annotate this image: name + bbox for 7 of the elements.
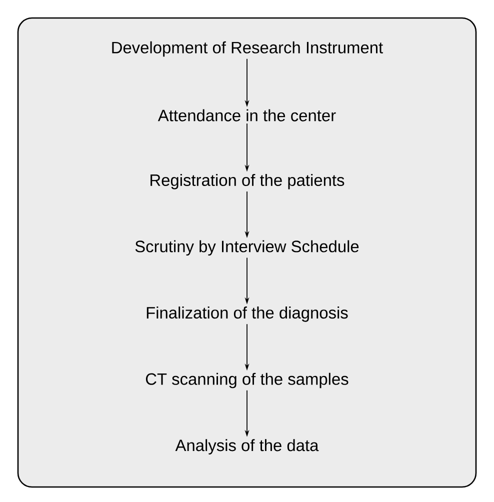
step-text: Scrutiny by Interview Schedule bbox=[135, 240, 359, 256]
step-text: Finalization of the diagnosis bbox=[146, 306, 348, 322]
step-text: Registration of the patients bbox=[150, 174, 344, 190]
step-text: Development of Research Instrument bbox=[112, 41, 383, 57]
step-text: CT scanning of the samples bbox=[146, 372, 348, 388]
step-text: Attendance in the center bbox=[158, 109, 336, 122]
step-text: Analysis of the data bbox=[175, 439, 319, 454]
